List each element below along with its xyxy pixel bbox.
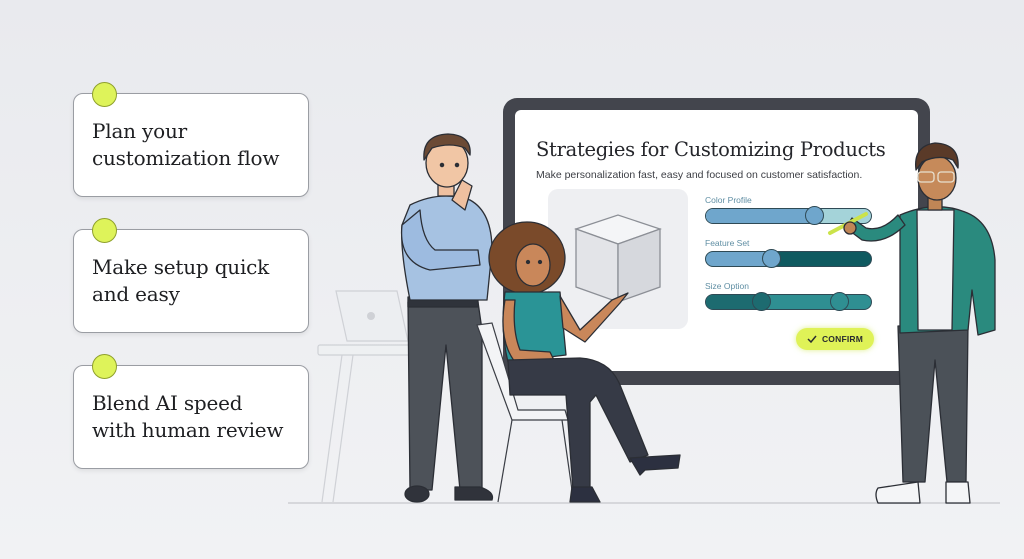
tip-card-line: with human review [92, 418, 284, 442]
tip-card-plan-flow: Plan your customization flow [73, 82, 309, 197]
check-icon [807, 335, 817, 343]
slider-label-size-option: Size Option [705, 281, 749, 291]
slider-feature-set[interactable] [705, 251, 872, 267]
person-seated-woman [488, 221, 681, 503]
slider-thumb-size-start[interactable] [752, 292, 771, 311]
screen-subtitle: Make personalization fast, easy and focu… [536, 169, 863, 181]
tip-card-line: Make setup quick [92, 255, 270, 279]
tip-card-text: Plan your customization flow [92, 118, 290, 172]
screen-title: Strategies for Customizing Products [536, 138, 886, 161]
slider-color-profile[interactable] [705, 208, 872, 224]
tip-card-ai-human: Blend AI speed with human review [73, 354, 309, 469]
slider-thumb-size-end[interactable] [830, 292, 849, 311]
person-presenting-man [828, 142, 996, 504]
confirm-button-label: CONFIRM [821, 334, 864, 344]
cube-icon [574, 214, 662, 303]
bullet-dot-icon [92, 218, 117, 243]
tip-card-line: customization flow [92, 146, 280, 170]
slider-thumb-color-profile[interactable] [805, 206, 824, 225]
tip-card-line: Blend AI speed [92, 391, 243, 415]
slider-label-color-profile: Color Profile [705, 195, 752, 205]
person-thinking-man [400, 133, 494, 503]
tip-card-quick-setup: Make setup quick and easy [73, 218, 309, 333]
tip-card-line: Plan your [92, 119, 187, 143]
chair-icon [476, 322, 573, 503]
tip-card-text: Blend AI speed with human review [92, 390, 290, 444]
slider-thumb-feature-set[interactable] [762, 249, 781, 268]
display-monitor: Strategies for Customizing Products Make… [503, 98, 930, 385]
bullet-dot-icon [92, 82, 117, 107]
tip-card-text: Make setup quick and easy [92, 254, 290, 308]
tip-card-line: and easy [92, 282, 180, 306]
confirm-button[interactable]: CONFIRM [796, 328, 874, 350]
slider-label-feature-set: Feature Set [705, 238, 750, 248]
bullet-dot-icon [92, 354, 117, 379]
